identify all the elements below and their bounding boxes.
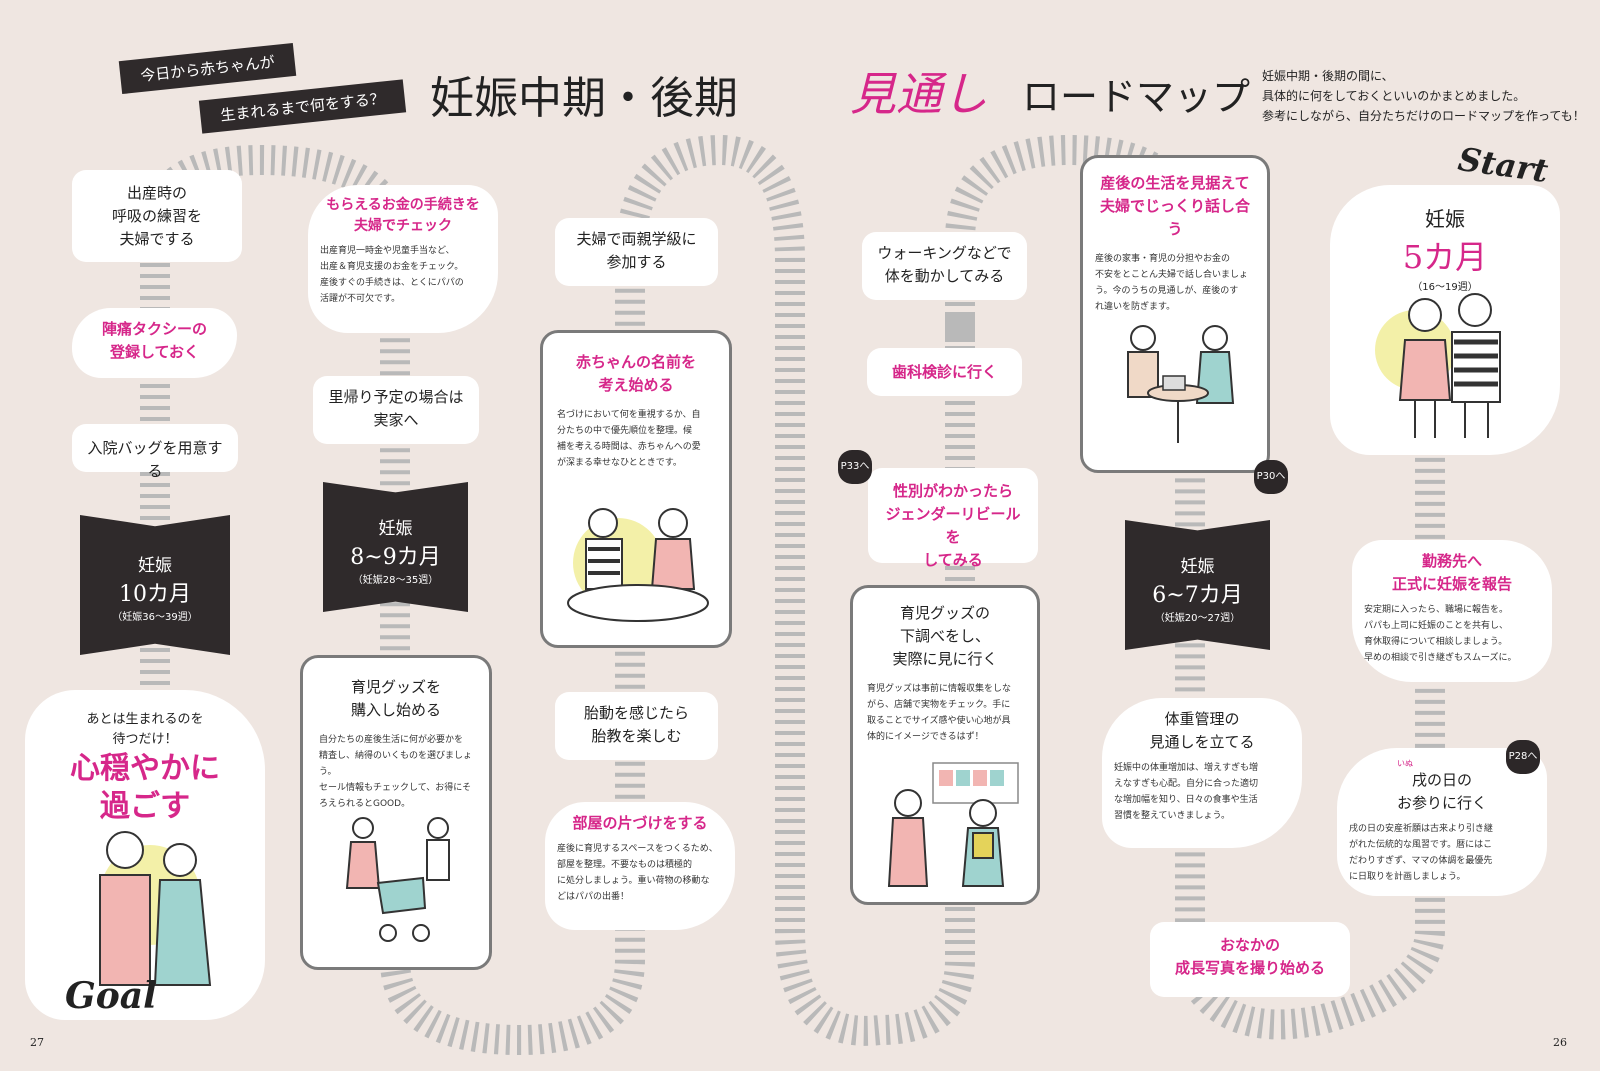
card-discuss-postpartum: 産後の生活を見据えて 夫婦でじっくり話し合う 産後の家事・育児の分担やお金の 不… <box>1080 155 1270 473</box>
card-title: 戌の日の お参りに行く <box>1396 771 1487 812</box>
card-breathing-practice: 出産時の 呼吸の練習を 夫婦でする <box>72 170 242 262</box>
card-body: 産後に育児するスペースをつくるため、 部屋を整理。不要なものは積極的 に処分しま… <box>557 844 718 902</box>
goal-main-text: 心穏やかに 過ごす <box>70 751 220 824</box>
ribbon-month-6-7: 妊娠 6~7カ月 （妊娠20〜27週） <box>1125 520 1270 650</box>
card-title: 夫婦で両親学級に 参加する <box>576 230 697 271</box>
card-title: 陣痛タクシーの 登録しておく <box>101 320 207 361</box>
ribbon-label: 妊娠 <box>138 556 172 576</box>
card-title: 育児グッズの 下調べをし、 実際に見に行く <box>892 604 998 668</box>
couple-laptop-illustration-icon <box>1127 325 1235 443</box>
ribbon-weeks: （妊娠28〜35週） <box>352 575 439 586</box>
couple-illustration-icon <box>1375 293 1501 438</box>
ribbon-month: 8~9カ月 <box>350 545 441 570</box>
card-title: 性別がわかったら ジェンダーリビールを してみる <box>885 482 1021 569</box>
card-buy-baby-goods: 育児グッズを 購入し始める 自分たちの産後生活に何が必要かを 精査し、納得のいく… <box>300 655 492 970</box>
card-body: 妊娠中の体重増加は、増えすぎも増 えなすぎも心配。自分に合った適切 な増加幅を知… <box>1114 763 1259 821</box>
goal-pre-text: あとは生まれるのを 待つだけ！ <box>86 712 204 747</box>
start-card: 妊娠 5カ月 （16〜19週） <box>1330 185 1560 455</box>
page-ref-p33[interactable]: P33へ <box>838 450 872 484</box>
card-title: 勤務先へ 正式に妊娠を報告 <box>1391 552 1512 593</box>
card-parenting-class: 夫婦で両親学級に 参加する <box>555 218 718 286</box>
card-prenatal-education: 胎動を感じたら 胎教を楽しむ <box>555 692 718 760</box>
card-title: もらえるお金の手続きを 夫婦でチェック <box>326 197 480 234</box>
card-title: 部屋の片づけをする <box>572 814 708 832</box>
card-title: おなかの 成長写真を撮り始める <box>1174 936 1325 977</box>
ribbon-label: 妊娠 <box>1180 557 1215 577</box>
page-number-right: 26 <box>1553 1036 1567 1049</box>
title-script: 見通し <box>850 67 988 121</box>
card-title: 育児グッズを 購入し始める <box>350 678 441 719</box>
ribbon-month: 10カ月 <box>119 582 191 607</box>
card-title: 体重管理の 見通しを立てる <box>1149 710 1255 751</box>
card-title: 里帰り予定の場合は 実家へ <box>328 388 464 429</box>
card-homecoming: 里帰り予定の場合は 実家へ <box>313 376 479 444</box>
card-research-baby-goods: 育児グッズの 下調べをし、 実際に見に行く 育児グッズは事前に情報収集をしな が… <box>850 585 1040 905</box>
couple-table-illustration-icon <box>567 508 709 622</box>
card-dental-checkup: 歯科検診に行く <box>867 348 1022 396</box>
card-title: 出産時の 呼吸の練習を 夫婦でする <box>111 184 202 248</box>
card-title: 入院バッグを用意する <box>87 439 223 480</box>
card-body: 名づけにおいて何を重視するか、自 分たちの中で優先順位を整理。候 補を考える時間… <box>557 410 701 468</box>
card-walking: ウォーキングなどで 体を動かしてみる <box>862 232 1027 300</box>
couple-illustration-icon <box>99 831 212 986</box>
ribbon-month-10: 妊娠 10カ月 （妊娠36〜39週） <box>80 515 230 655</box>
card-body: 自分たちの産後生活に何が必要かを 精査し、納得のいくものを選びましょう。 セール… <box>319 735 473 809</box>
ribbon-month-8-9: 妊娠 8~9カ月 （妊娠28〜35週） <box>323 482 468 612</box>
page-number-left: 27 <box>30 1036 44 1049</box>
card-belly-photos: おなかの 成長写真を撮り始める <box>1150 922 1350 997</box>
start-month-label: 妊娠 <box>1425 207 1465 231</box>
ribbon-weeks: （妊娠36〜39週） <box>112 612 198 623</box>
card-taxi: 陣痛タクシーの 登録しておく <box>72 308 237 378</box>
card-title: 赤ちゃんの名前を 考え始める <box>575 353 696 394</box>
card-body: 戌の日の安産祈願は古来より引き継 がれた伝統的な風習です。暦にはこ だわりすぎず… <box>1349 824 1493 882</box>
page-ref-p28[interactable]: P28へ <box>1506 740 1540 774</box>
start-weeks: （16〜19週） <box>1412 282 1478 293</box>
shopping-illustration-icon <box>887 762 1019 887</box>
card-title: 胎動を感じたら 胎教を楽しむ <box>583 704 689 745</box>
card-weight-management: 体重管理の 見通しを立てる 妊娠中の体重増加は、増えすぎも増 えなすぎも心配。自… <box>1102 698 1302 848</box>
intro-text: 妊娠中期・後期の間に、 具体的に何をしておくといいのかまとめました。 参考にしな… <box>1262 69 1585 123</box>
card-body: 育児グッズは事前に情報収集をしな がら、店舗で実物をチェック。手に 取ることでサ… <box>867 684 1012 742</box>
page-title: 妊娠中期・後期 <box>430 73 738 124</box>
stroller-illustration-icon <box>345 817 450 942</box>
card-body: 出産育児一時金や児童手当など、 出産＆育児支援のお金をチェック。 産後すぐの手続… <box>320 246 464 304</box>
title-roadmap: ロードマップ <box>1022 75 1251 119</box>
ribbon-weeks: （妊娠20〜27週） <box>1154 613 1241 624</box>
card-tidy-room: 部屋の片づけをする 産後に育児するスペースをつくるため、 部屋を整理。不要なもの… <box>545 802 735 930</box>
goal-label: Goal <box>65 975 157 1017</box>
card-money-procedures: もらえるお金の手続きを 夫婦でチェック 出産育児一時金や児童手当など、 出産＆育… <box>308 185 498 333</box>
card-dog-day-visit: いぬ 戌の日の お参りに行く 戌の日の安産祈願は古来より引き継 がれた伝統的な風… <box>1337 748 1547 896</box>
card-baby-name: 赤ちゃんの名前を 考え始める 名づけにおいて何を重視するか、自 分たちの中で優先… <box>540 330 732 648</box>
start-month-value: 5カ月 <box>1402 238 1488 276</box>
card-title: 産後の生活を見据えて 夫婦でじっくり話し合う <box>1099 174 1250 238</box>
card-gender-reveal: 性別がわかったら ジェンダーリビールを してみる <box>868 468 1038 569</box>
ribbon-month: 6~7カ月 <box>1152 583 1243 608</box>
card-title: 歯科検診に行く <box>891 363 997 381</box>
card-body: 産後の家事・育児の分担やお金の 不安をとことん夫婦で話し合いましょ う。今のうち… <box>1095 254 1249 312</box>
card-body: 安定期に入ったら、職場に報告を。 パパも上司に妊娠のことを共有し、 育休取得につ… <box>1364 605 1517 663</box>
page-ref-p30[interactable]: P30へ <box>1254 460 1288 494</box>
ruby-text: いぬ <box>1397 759 1413 768</box>
card-title: ウォーキングなどで 体を動かしてみる <box>877 244 1012 285</box>
card-hospital-bag: 入院バッグを用意する <box>72 424 238 480</box>
goal-card: あとは生まれるのを 待つだけ！ 心穏やかに 過ごす <box>25 690 265 1020</box>
ribbon-label: 妊娠 <box>378 519 413 539</box>
card-report-to-work: 勤務先へ 正式に妊娠を報告 安定期に入ったら、職場に報告を。 パパも上司に妊娠の… <box>1352 540 1552 682</box>
